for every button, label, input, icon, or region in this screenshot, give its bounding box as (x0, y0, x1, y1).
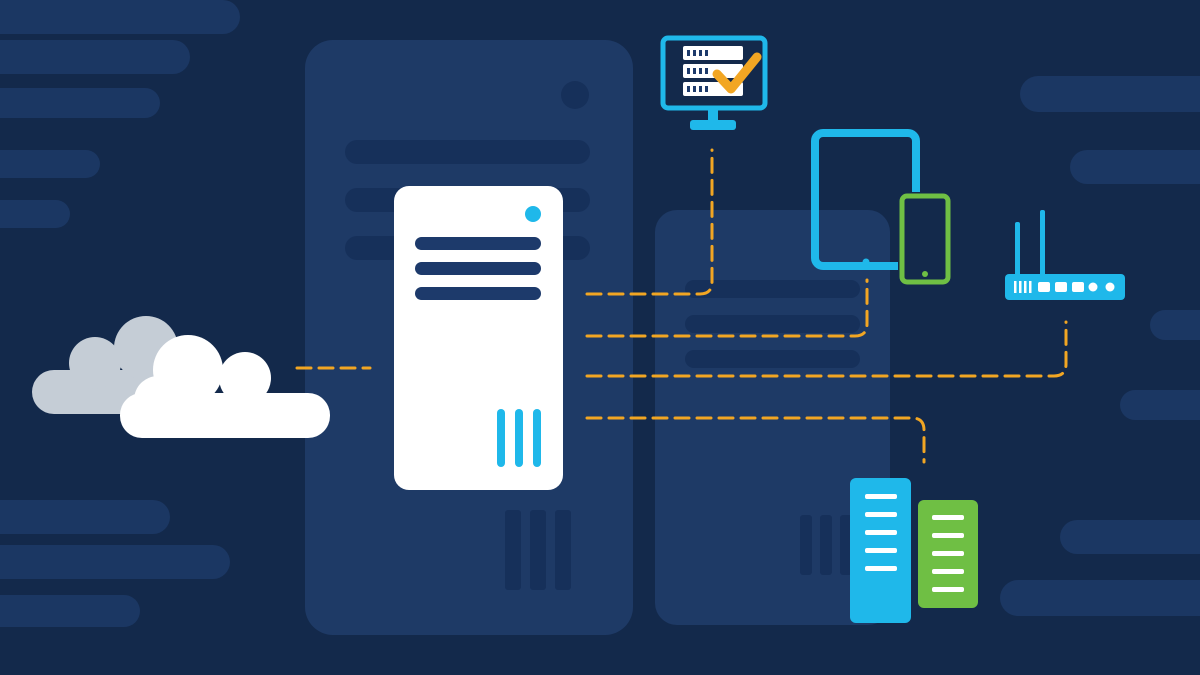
server-tower-icon (394, 186, 563, 490)
background-cloud-shape (1000, 580, 1200, 616)
cloud-front-shape (120, 335, 330, 438)
server-drive-bay (415, 237, 541, 250)
server-drive-bay (415, 262, 541, 275)
phone-home-button (922, 271, 928, 277)
background-cloud-shape (0, 200, 70, 228)
router-antenna (1015, 222, 1020, 277)
background-cloud-shape (0, 500, 170, 534)
background-cloud-shape (1120, 390, 1200, 420)
monitor-check-icon (660, 35, 768, 130)
router-icon (1005, 210, 1125, 300)
checkmark-icon (712, 52, 762, 94)
background-cloud-shape (1060, 520, 1200, 554)
router-ports (1014, 281, 1115, 293)
server-vent (497, 409, 505, 467)
background-cloud-shape (0, 545, 230, 579)
smartphone-icon (898, 192, 952, 286)
background-cloud-shape (0, 0, 240, 34)
server-vent (533, 409, 541, 467)
cloud-icon (32, 316, 330, 438)
connector-lines (295, 148, 1068, 464)
connector-server-tablet (585, 278, 869, 338)
background-cloud-shape (1070, 150, 1200, 184)
background-cloud-shape (1150, 310, 1200, 340)
background-cloud-shape (0, 40, 190, 74)
background-cloud-shape (0, 88, 160, 118)
server-drive-bay (415, 287, 541, 300)
server-power-light (525, 206, 541, 222)
background-cloud-shape (0, 595, 140, 627)
tablet-home-button (862, 258, 870, 266)
background-cloud-shape (0, 150, 100, 178)
connector-server-storage (585, 416, 926, 464)
background-cloud-shape (1020, 76, 1200, 112)
server-vent (515, 409, 523, 467)
background-cloud-shapes (0, 0, 1200, 627)
storage-rack-icon (850, 478, 911, 623)
connector-server-monitor (585, 148, 714, 296)
connector-server-router (585, 320, 1068, 378)
router-antenna (1040, 210, 1045, 277)
storage-rack-icon (918, 500, 978, 608)
